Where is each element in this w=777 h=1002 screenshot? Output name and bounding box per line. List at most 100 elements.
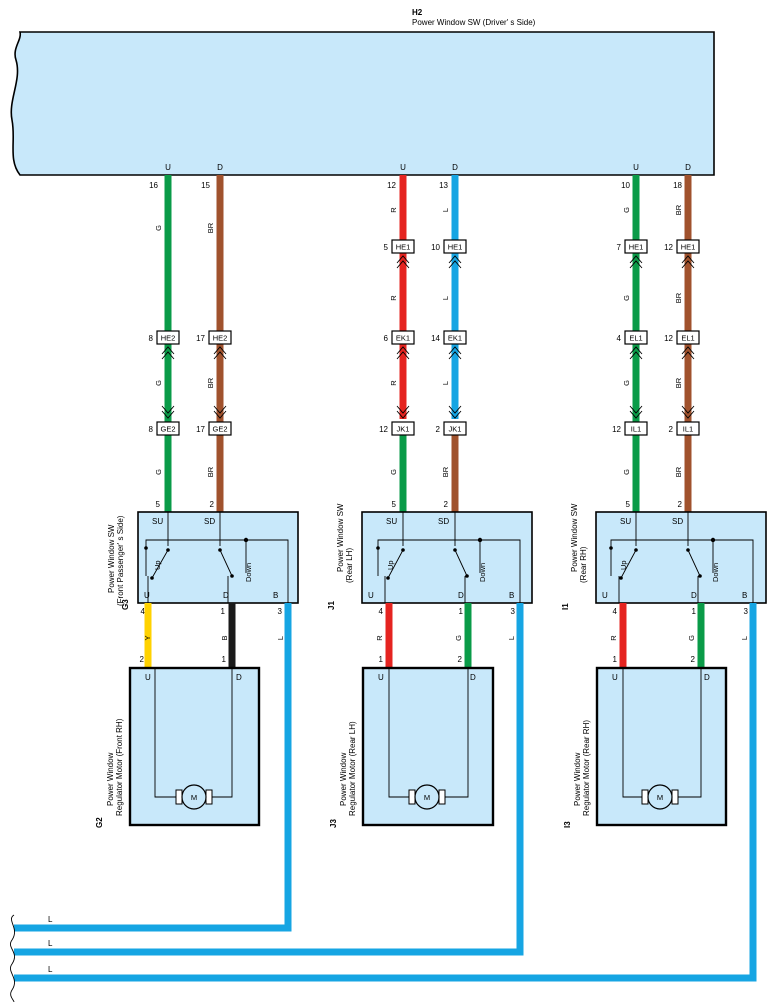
motor-name: Power Window [106, 752, 115, 806]
pin-number: 5 [392, 500, 397, 509]
wire [451, 433, 459, 512]
wire-color-label: L [507, 636, 516, 640]
motor-pin-u: U [145, 673, 151, 682]
pin-number: 1 [459, 607, 464, 616]
pin-number: 2 [458, 655, 463, 664]
switch-pin-u: U [368, 591, 374, 600]
switch-code: G3 [121, 599, 130, 610]
wire-color-label: BR [441, 466, 450, 477]
wire-color-label: G [154, 380, 163, 386]
switch-down-label: Down [711, 563, 720, 582]
connector-label: EK1 [448, 334, 462, 343]
pin-number: 4 [617, 334, 622, 343]
wire [14, 603, 757, 982]
switch-contact [619, 576, 623, 580]
motor-icon [647, 784, 673, 810]
connector-arrow-icon [396, 255, 410, 269]
switch-pin-sd: SD [672, 517, 683, 526]
wire-color-label: G [622, 380, 631, 386]
pin-number: 8 [149, 334, 154, 343]
wire [464, 603, 472, 668]
switch-contact [386, 576, 390, 580]
wire-color-label: R [389, 380, 398, 386]
wire-color-label: R [609, 635, 618, 641]
pin-number: 4 [379, 607, 384, 616]
motor-brush [175, 789, 183, 805]
pin-number: 2 [444, 500, 449, 509]
wire-color-label: G [454, 635, 463, 641]
motor-brush [408, 789, 416, 805]
switch-pin-b: B [742, 591, 747, 600]
switch-up-label: Up [153, 560, 162, 570]
connector-he2-b [208, 330, 232, 345]
switch-name: Power Window SW [107, 524, 116, 593]
connector-ge2-b [208, 421, 232, 436]
wire-color-label: L [441, 296, 450, 300]
wire-color-label: BR [674, 466, 683, 477]
bottom-wire-bus: L L L [10, 603, 757, 1002]
switch-lever [151, 549, 233, 579]
h2-pin-d3: D [685, 163, 691, 172]
pin-number: 3 [744, 607, 749, 616]
switch-up-label: Up [386, 560, 395, 570]
switch-down-label: Down [478, 563, 487, 582]
switch-pin-d: D [223, 591, 229, 600]
h2-connector-box [10, 31, 715, 176]
wire [399, 175, 407, 419]
motor-brush [641, 789, 649, 805]
motor-label: M [657, 793, 663, 802]
wire-color-label: Y [143, 635, 152, 640]
wire-color-label: BR [674, 204, 683, 215]
wire-color-label: G [154, 225, 163, 231]
connector-arrow-icon [213, 346, 227, 360]
header-code: H2 [412, 8, 423, 17]
pin-number: 1 [222, 655, 227, 664]
connector-he1-b [443, 239, 467, 254]
pin-number: 2 [678, 500, 683, 509]
connector-label: HE1 [448, 243, 463, 252]
pin-number: 3 [511, 607, 516, 616]
motor-internal-wiring [388, 668, 469, 798]
connector-ek1-b [443, 330, 467, 345]
motor-pin-d: D [470, 673, 476, 682]
connector-label: EL1 [681, 334, 694, 343]
connector-label: JK1 [449, 425, 462, 434]
connector-jk1-a [391, 421, 415, 436]
wire [451, 175, 459, 419]
motor-label: M [424, 793, 430, 802]
connector-label: HE1 [629, 243, 644, 252]
switch-pin-sd: SD [204, 517, 215, 526]
wire [14, 603, 292, 932]
wire-color-label: G [687, 635, 696, 641]
h2-pin-u2: U [400, 163, 406, 172]
header-name: Power Window SW (Driver' s Side) [412, 18, 536, 27]
connector-arrow-icon [448, 255, 462, 269]
switch-contact [230, 574, 234, 578]
pin-number: 2 [140, 655, 145, 664]
switch-pin-u: U [144, 591, 150, 600]
pin-number: 16 [149, 181, 158, 190]
motor-icon [181, 784, 207, 810]
pin-number: 2 [669, 425, 674, 434]
pin-number: 12 [379, 425, 388, 434]
motor-pin-d: D [704, 673, 710, 682]
pin-number: 12 [387, 181, 396, 190]
connector-il1-b [676, 421, 700, 436]
h2-pin-u1: U [165, 163, 171, 172]
pin-number: 14 [431, 334, 440, 343]
wire-color-label: L [48, 965, 53, 974]
switch-contact [144, 546, 148, 550]
motor-brush [205, 789, 213, 805]
connector-ek1-a [391, 330, 415, 345]
wire-color-label: BR [674, 292, 683, 303]
h2-pin-d2: D [452, 163, 458, 172]
motor-internal-wiring [154, 668, 233, 798]
wire-color-label: G [389, 469, 398, 475]
connector-arrow-icon [448, 346, 462, 360]
wire-color-label: R [389, 207, 398, 213]
wire-color-label: BR [674, 377, 683, 388]
switch-down-label: Down [244, 563, 253, 582]
connector-arrow-icon [681, 255, 695, 269]
motor-name: Regulator Motor (Rear RH) [582, 720, 591, 816]
switch-junction [477, 537, 483, 543]
